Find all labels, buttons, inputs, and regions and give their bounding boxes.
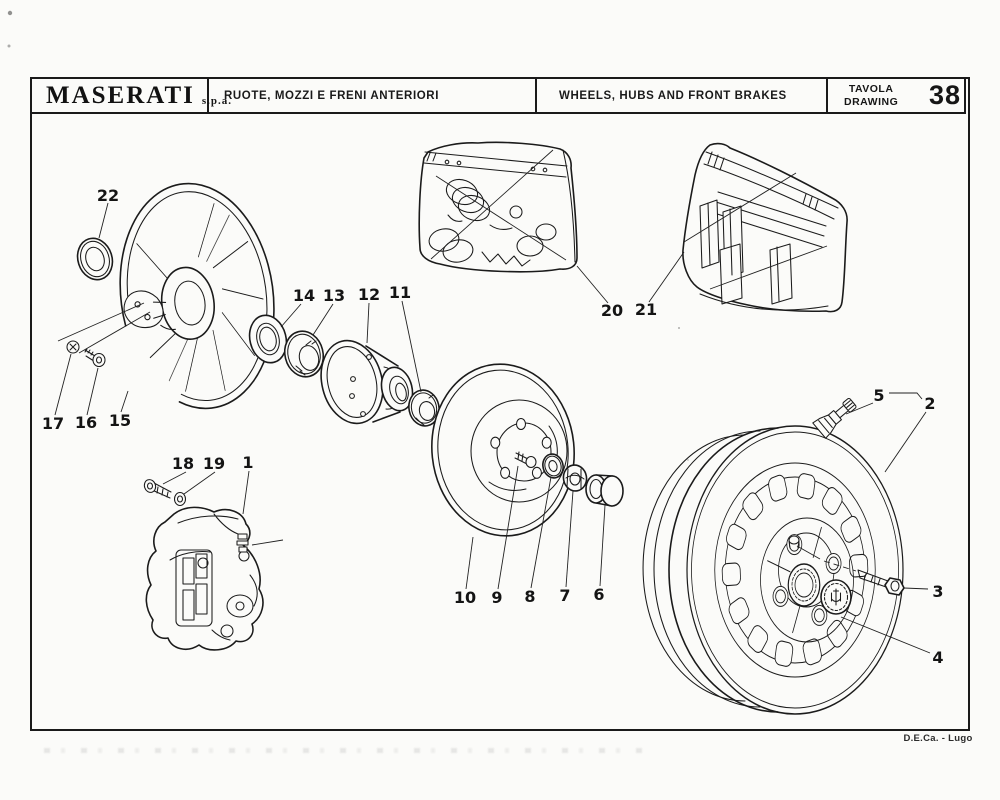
part-12-hub-drawing xyxy=(320,339,449,427)
part-15-dust-shield-drawing xyxy=(119,182,275,410)
part-18-bolt-drawing xyxy=(143,479,172,499)
callout-4: 4 xyxy=(932,648,943,667)
part-13-bearing-drawing xyxy=(283,330,325,378)
title-english-cell: WHEELS, HUBS AND FRONT BRAKES xyxy=(559,79,787,112)
callout-7: 7 xyxy=(559,586,570,605)
title-italian: RUOTE, MOZZI E FRENI ANTERIORI xyxy=(224,89,439,102)
plate-word-italian: TAVOLA xyxy=(848,82,894,95)
part-19-washer-drawing xyxy=(173,491,187,507)
callout-5: 5 xyxy=(873,386,884,405)
callout-14: 14 xyxy=(293,286,315,305)
callout-15: 15 xyxy=(109,411,131,430)
callout-11: 11 xyxy=(389,283,411,302)
part-1-brake-caliper-drawing xyxy=(145,506,284,651)
part-2-wheel-drawing xyxy=(642,425,904,715)
part-14-seal-drawing xyxy=(248,314,288,364)
callout-6: 6 xyxy=(593,585,604,604)
callout-8: 8 xyxy=(524,587,535,606)
callout-3: 3 xyxy=(932,582,943,601)
callout-17: 17 xyxy=(42,414,64,433)
part-9-wheel-stud-drawing xyxy=(514,451,537,469)
part-17-screw-drawing xyxy=(57,302,151,354)
brand-cell: MASERATI s.p.a. xyxy=(46,79,232,112)
callout-21: 21 xyxy=(635,300,657,319)
part-7-nut-drawing xyxy=(562,464,588,492)
part-21-brake-pad-kit-bag-drawing xyxy=(682,142,848,313)
maserati-trident-icon xyxy=(830,588,842,606)
title-block-divider-1 xyxy=(207,79,209,112)
part-10-brake-disc-drawing xyxy=(431,363,575,537)
callout-10: 10 xyxy=(454,588,476,607)
callout-22: 22 xyxy=(97,186,119,205)
title-block: MASERATI s.p.a. RUOTE, MOZZI E FRENI ANT… xyxy=(30,77,966,114)
scan-specks xyxy=(7,10,689,461)
callout-13: 13 xyxy=(323,286,345,305)
title-block-divider-3 xyxy=(826,79,828,112)
callout-20: 20 xyxy=(601,301,623,320)
bleeder-screw-drawing xyxy=(236,533,284,553)
callout-12: 12 xyxy=(358,285,380,304)
part-22-seal-ring-drawing xyxy=(76,237,114,281)
part-11-bearing-drawing xyxy=(408,389,440,427)
plate-number: 38 xyxy=(929,80,962,110)
part-16-screw-drawing xyxy=(84,348,106,368)
plate-number-cell: 38 xyxy=(929,79,961,112)
part-6-grease-cap-drawing xyxy=(585,474,624,507)
title-block-divider-2 xyxy=(535,79,537,112)
plate-word-english: DRAWING xyxy=(844,95,899,108)
part-5-valve-stem-drawing xyxy=(812,397,857,439)
part-8-washer-drawing xyxy=(542,453,564,479)
part-20-bearing-kit-bag-drawing xyxy=(418,141,578,273)
printer-credit: D.E.Ca. - Lugo xyxy=(903,733,973,744)
title-english: WHEELS, HUBS AND FRONT BRAKES xyxy=(559,89,787,102)
callout-9: 9 xyxy=(491,588,502,607)
brand-suffix: s.p.a. xyxy=(201,94,233,107)
part-3-wheel-bolt-drawing xyxy=(857,569,905,596)
callout-19: 19 xyxy=(203,454,225,473)
plate-word-cell: TAVOLA DRAWING xyxy=(844,79,898,112)
part-4-center-cap-drawing xyxy=(820,579,852,615)
title-italian-cell: RUOTE, MOZZI E FRENI ANTERIORI xyxy=(224,79,439,112)
bleed-through-marks xyxy=(44,748,644,753)
leader-lines xyxy=(54,202,931,654)
callout-2: 2 xyxy=(924,394,935,413)
callout-16: 16 xyxy=(75,413,97,432)
callout-18: 18 xyxy=(172,454,194,473)
callout-1: 1 xyxy=(242,453,253,472)
brand-name: MASERATI xyxy=(46,81,195,109)
